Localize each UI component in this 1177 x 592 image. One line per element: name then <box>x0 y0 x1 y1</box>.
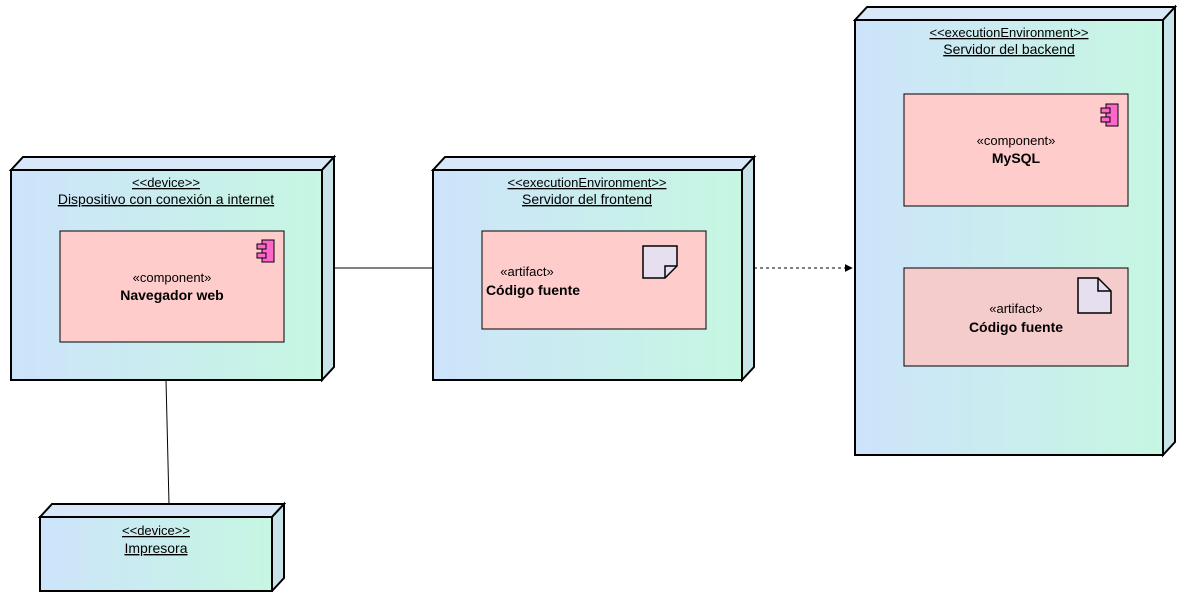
frontend-node-name: Servidor del frontend <box>522 191 652 207</box>
frontend-node[interactable]: <<executionEnvironment>> Servidor del fr… <box>430 154 757 383</box>
device-node-stereotype: <<device>> <box>132 175 200 190</box>
document-icon <box>1077 277 1112 314</box>
component-stereotype: «component» <box>133 270 212 285</box>
component-navegador-web[interactable]: «component» Navegador web <box>59 230 285 343</box>
artifact-icon <box>642 245 678 279</box>
artifact-stereotype: «artifact» <box>989 301 1042 316</box>
artifact-codigo-fuente-frontend[interactable]: «artifact» Código fuente <box>481 230 707 330</box>
component-icon <box>256 239 275 263</box>
artifact-codigo-fuente-backend[interactable]: «artifact» Código fuente <box>903 267 1129 367</box>
device-node[interactable]: <<device>> Dispositivo con conexión a in… <box>8 154 337 383</box>
backend-node[interactable]: <<executionEnvironment>> Servidor del ba… <box>852 4 1177 458</box>
connector-device-printer[interactable] <box>165 379 170 505</box>
backend-node-name: Servidor del backend <box>943 41 1075 57</box>
component-name: Navegador web <box>120 287 223 303</box>
device-node-name: Dispositivo con conexión a internet <box>58 191 274 207</box>
artifact-name: Código fuente <box>486 282 580 298</box>
component-mysql[interactable]: «component» MySQL <box>903 93 1129 207</box>
printer-node-stereotype: <<device>> <box>122 523 190 538</box>
frontend-node-stereotype: <<executionEnvironment>> <box>508 175 667 190</box>
component-name: MySQL <box>992 150 1041 166</box>
backend-node-stereotype: <<executionEnvironment>> <box>930 25 1089 40</box>
component-stereotype: «component» <box>977 133 1056 148</box>
artifact-name: Código fuente <box>969 319 1063 335</box>
artifact-stereotype: «artifact» <box>500 264 553 279</box>
printer-node[interactable]: <<device>> Impresora <box>37 501 287 592</box>
printer-node-name: Impresora <box>124 540 187 556</box>
component-icon <box>1100 103 1119 127</box>
